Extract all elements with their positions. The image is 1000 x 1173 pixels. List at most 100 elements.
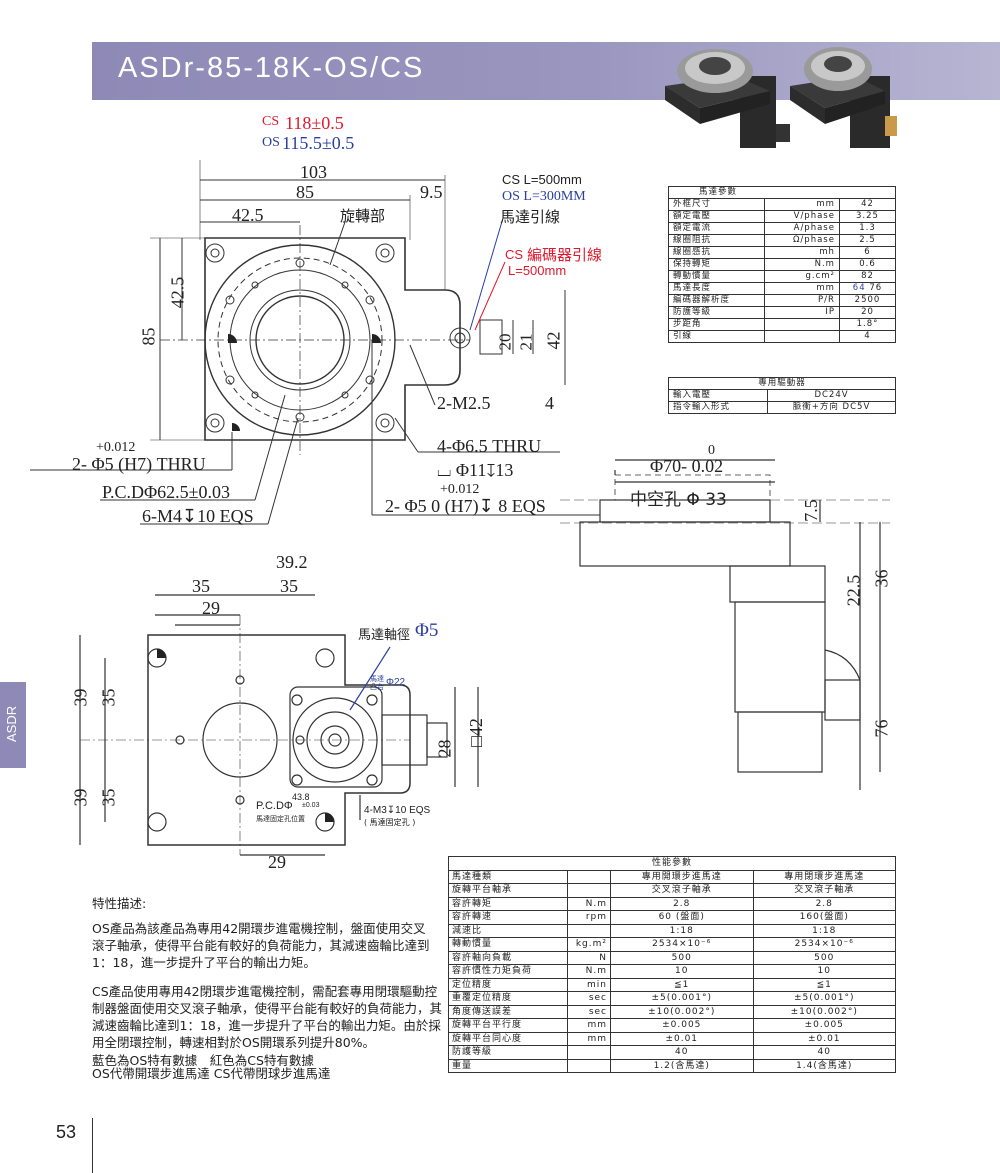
thru-hole-callout: 4-Φ6.5 THRU [437, 436, 542, 456]
thread-depth-4: 4 [545, 393, 554, 413]
motor-row-unit: IP [764, 306, 840, 319]
perf-row-label: 容許轉速 [448, 910, 568, 925]
perf-row-cs: 1:18 [752, 923, 896, 938]
perf-row-cs: ≦1 [752, 977, 896, 992]
perf-row-unit [567, 1058, 611, 1073]
motor-row-value: 2500 [838, 294, 897, 307]
motor-row-value: 1.3 [838, 222, 897, 235]
side-tab-label: ASDR [4, 705, 19, 742]
motor-row-value: 3.25 [838, 210, 897, 223]
motor-shaft-label: 馬達軸徑 [358, 628, 411, 643]
perf-row-label: 重覆定位精度 [448, 991, 568, 1006]
perf-row-label: 容許軸向負載 [448, 950, 568, 965]
bore-diameter: Φ70- 0.02 [650, 456, 724, 476]
motor-row-unit: A/phase [764, 222, 840, 235]
page-title: ASDr-85-18K-OS/CS [118, 52, 425, 84]
motor-table-title: 馬達參數 [668, 186, 896, 199]
product-photo-cs [790, 47, 897, 148]
perf-row-label: 容許慣性力矩負荷 [448, 964, 568, 979]
perf-row-unit: kg.m² [567, 937, 611, 952]
dim-39-lower: 39 [70, 788, 91, 807]
perf-row-os: 500 [610, 950, 754, 965]
pin2-tolerance: +0.012 [440, 482, 480, 497]
perf-row-os: 2.8 [610, 896, 754, 911]
perf-row-label: 減速比 [448, 923, 568, 938]
perf-row-cs: 40 [752, 1045, 896, 1060]
side-tab: ASDR [0, 682, 26, 768]
perf-row-label: 容許轉矩 [448, 896, 568, 911]
perf-row-label: 旋轉平台軸承 [448, 883, 568, 898]
pin-hole-tolerance: +0.012 [96, 440, 136, 455]
page-number-divider [92, 1118, 93, 1173]
motor-shaft-diameter: Φ5 [415, 620, 439, 641]
motor-row-value: 6 [838, 246, 897, 259]
perf-table-title: 性能參數 [448, 856, 896, 871]
motor-row-value: 42 [838, 198, 897, 211]
product-photo-os [665, 49, 790, 148]
perf-row-os: 1.2(含馬達) [610, 1058, 754, 1073]
perf-row-label: 旋轉平台平行度 [448, 1018, 568, 1033]
motor-row-label: 步距角 [667, 318, 766, 331]
perf-row-os: 專用開環步進馬達 [610, 869, 754, 884]
dim-85-left: 85 [138, 327, 159, 346]
dim-35-upper: 35 [98, 688, 119, 707]
pin-hole-callout: 2- Φ5 (H7) THRU [72, 454, 206, 474]
motor-row-unit: N.m [764, 258, 840, 271]
dim-28: 28 [434, 739, 455, 758]
dim-7-5: 7.5 [800, 499, 821, 522]
dim-103: 103 [300, 162, 327, 182]
thread-2-m2-5: 2-M2.5 [437, 393, 491, 413]
os-prefix: OS [262, 135, 280, 150]
motor-boss-small-label: 馬達 凸台 [370, 675, 384, 691]
perf-row-unit: mm [567, 1031, 611, 1046]
perf-row-unit: sec [567, 1004, 611, 1019]
dim-29-top: 29 [202, 598, 220, 618]
page-number: 53 [56, 1122, 77, 1142]
motor-row-unit [764, 318, 840, 331]
os-total-length: 115.5±0.5 [282, 133, 355, 153]
product-photos [665, 47, 897, 148]
motor-row-label: 引線 [667, 330, 766, 343]
m3-thread-callout: 4-M3↧10 EQS [364, 805, 431, 816]
driver-row-label: 輸入電壓 [668, 389, 768, 402]
motor-row-label: 編碼器解析度 [667, 294, 766, 307]
perf-row-label: 防護等級 [448, 1045, 568, 1060]
perf-row-unit: sec [567, 991, 611, 1006]
hollow-bore-label: 中空孔 Φ 33 [630, 490, 727, 510]
pcd-tolerance: ±0.03 [302, 802, 320, 809]
perf-row-label: 定位精度 [448, 977, 568, 992]
perf-row-label: 馬達種類 [448, 869, 568, 884]
perf-row-cs: 160(盤面) [752, 910, 896, 925]
motor-row-unit: V/phase [764, 210, 840, 223]
motor-length-os: 64 [852, 283, 866, 293]
perf-row-cs: 500 [752, 950, 896, 965]
cs-total-length: 118±0.5 [285, 113, 344, 133]
perf-row-unit: mm [567, 1018, 611, 1033]
perf-row-os: 60 (盤面) [610, 910, 754, 925]
perf-row-label: 角度傳送誤差 [448, 1004, 568, 1019]
perf-row-os: 10 [610, 964, 754, 979]
cs-cable-length: CS L=500mm [502, 172, 582, 187]
perf-row-unit: N [567, 950, 611, 965]
motor-row-label: 保持轉矩 [667, 258, 766, 271]
pcd-label: P.C.DΦ [256, 800, 293, 812]
perf-row-unit [567, 883, 611, 898]
motor-row-label: 防護等級 [667, 306, 766, 319]
perf-row-unit: min [567, 977, 611, 992]
motor-row-unit: mm [764, 282, 840, 295]
os-cable-length: OS L=300MM [502, 189, 586, 204]
m4-thread-callout: 6-M4↧10 EQS [142, 506, 254, 526]
perf-row-os: ±10(0.002°) [610, 1004, 754, 1019]
driver-row-value: 脈衝+方向 DC5V [767, 401, 896, 414]
dim-22-5: 22.5 [843, 574, 864, 607]
motor-row-value: 64 76 [838, 282, 897, 295]
encoder-lead-length: L=500mm [508, 263, 567, 278]
motor-row-label: 外框尺寸 [667, 198, 766, 211]
dim-20: 20 [495, 333, 515, 351]
motor-row-unit: P/R [764, 294, 840, 307]
dim-9-5: 9.5 [420, 182, 443, 202]
pcd-callout: P.C.DΦ62.5±0.03 [102, 482, 231, 502]
perf-row-os: ±0.01 [610, 1031, 754, 1046]
dim-36: 36 [871, 569, 892, 588]
perf-row-cs: 10 [752, 964, 896, 979]
